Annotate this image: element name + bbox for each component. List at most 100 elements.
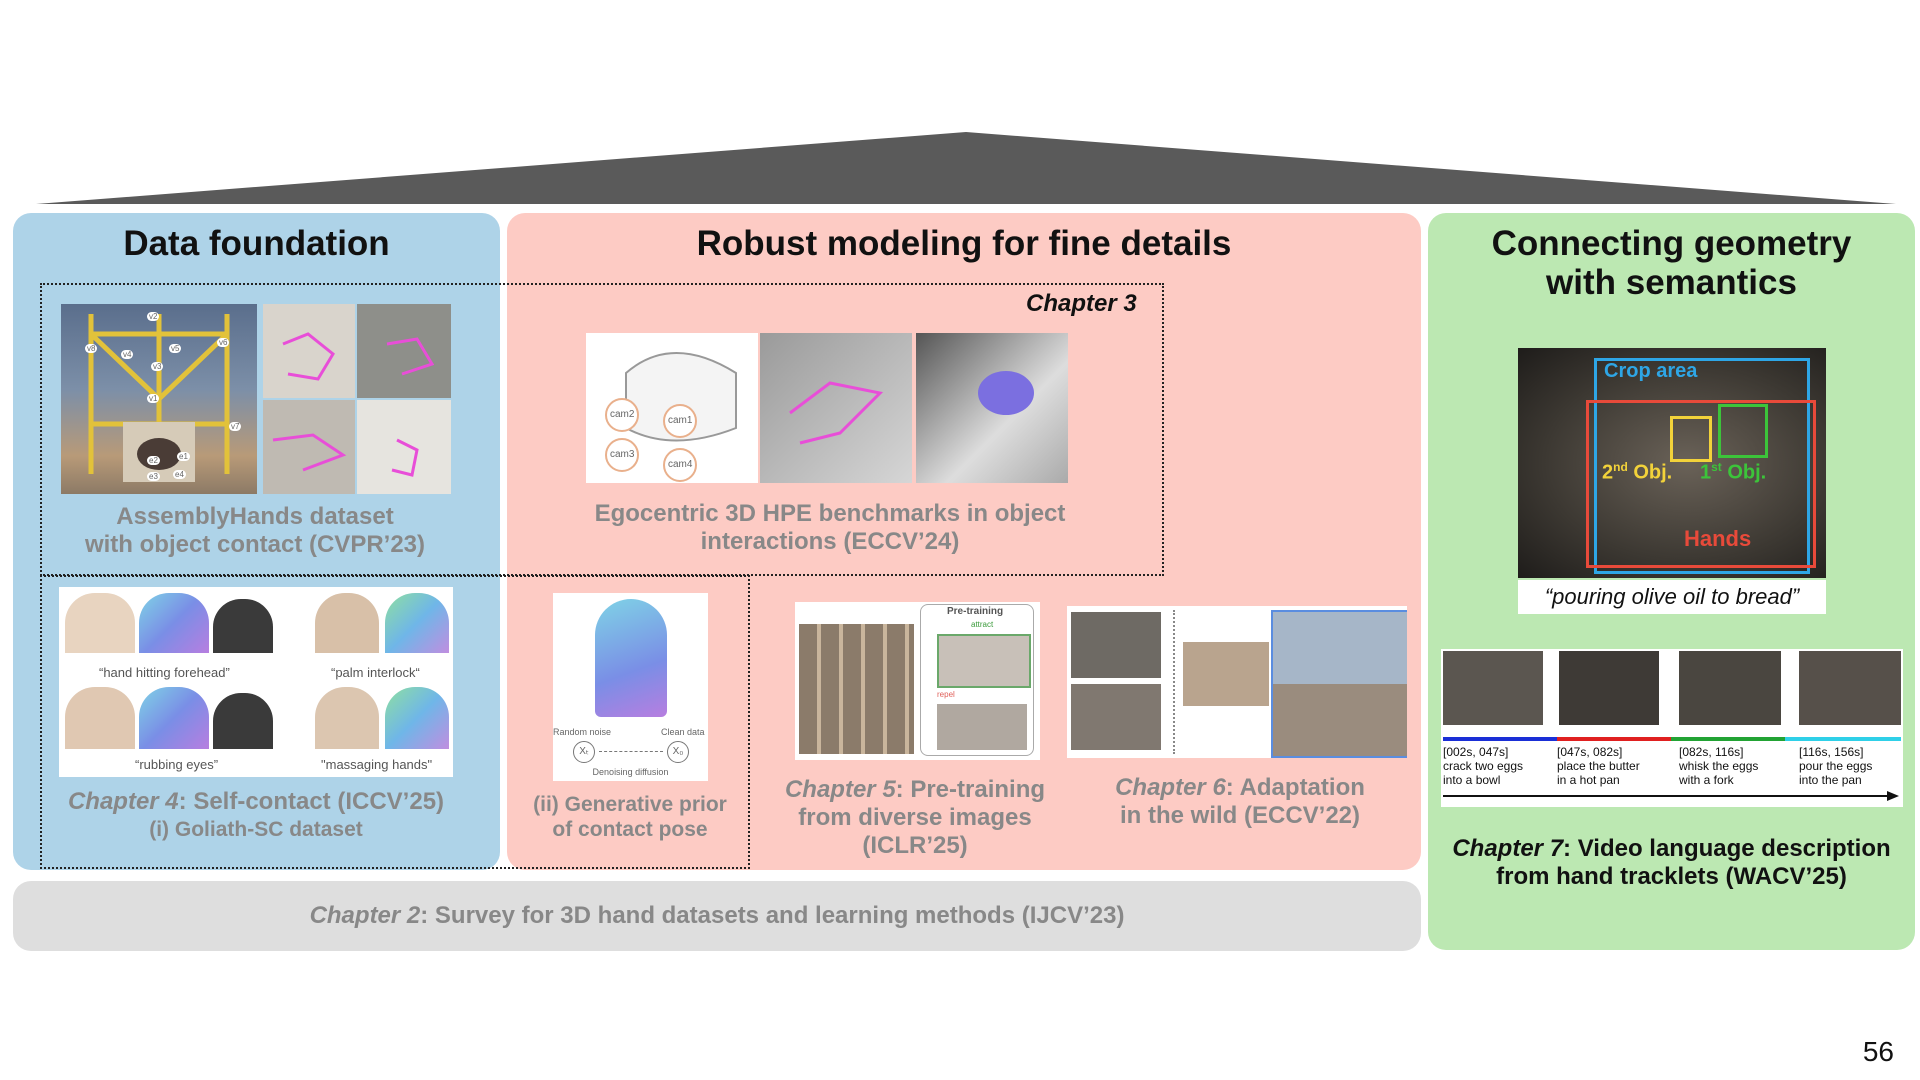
cam-label-e3: e3 xyxy=(147,472,160,481)
pretraining-label: Pre-training xyxy=(947,606,1004,617)
action-quote: “pouring olive oil to bread” xyxy=(1518,580,1826,614)
geometry-semantics-title: Connecting geometry with semantics xyxy=(1491,224,1852,302)
cam4-label: cam4 xyxy=(668,459,693,470)
chapter6-caption: Chapter 6: Adaptation in the wild (ECCV’… xyxy=(1115,774,1365,829)
assembly-rig-photo: v2 v8 v4 v5 v6 v3 v1 v7 e1 e2 e3 e4 xyxy=(61,304,257,494)
chapter2-caption: Chapter 2: Survey for 3D hand datasets a… xyxy=(309,902,1125,929)
positive-pair-photo xyxy=(937,634,1031,688)
chapter7-caption: Chapter 7: Video language description fr… xyxy=(1452,835,1891,890)
hands-box xyxy=(1586,400,1816,568)
crop-area-box xyxy=(1594,358,1810,574)
attract-label: attract xyxy=(971,620,994,629)
denoising-diffusion-label: Denoising diffusion xyxy=(592,767,669,777)
wild-photo-1 xyxy=(1071,612,1161,678)
body-mesh-render xyxy=(595,599,667,717)
roof-banner xyxy=(36,132,1896,204)
first-object-box xyxy=(1718,404,1768,458)
negative-pair-photo xyxy=(937,704,1027,750)
xt-node: Xₜ xyxy=(573,741,595,763)
headset-sketch: cam1 cam2 cam3 cam4 xyxy=(586,333,758,483)
second-object-label: 2nd Obj. xyxy=(1602,460,1673,484)
assemblyhands-caption: AssemblyHands dataset with object contac… xyxy=(84,503,426,558)
generative-prior-image: Random noise Clean data Xₜ X₀ Denoising … xyxy=(553,593,708,781)
cam-label-v8: v8 xyxy=(85,344,98,353)
cam-label-e2: e2 xyxy=(147,456,160,465)
chapter4-dashed-box xyxy=(40,575,750,869)
generative-caption: (ii) Generative prior of contact pose xyxy=(533,793,727,841)
caption-rubbing-eyes: “rubbing eyes” xyxy=(135,757,219,772)
egocentric-object-photo xyxy=(916,333,1068,483)
rig-frame-graphic xyxy=(88,314,230,482)
survey-panel xyxy=(13,881,1421,951)
chapter2-label: Chapter 2 xyxy=(309,902,421,929)
robust-modeling-title: Robust modeling for fine details xyxy=(696,224,1232,263)
mesh-render-2 xyxy=(385,593,449,653)
adaptation-divider xyxy=(1173,610,1175,754)
cooking-scene-image: Crop area 2nd Obj. 1st Obj. Hands “pouri… xyxy=(1518,348,1826,616)
mesh-render-3 xyxy=(139,687,209,749)
repel-label: repel xyxy=(937,690,955,699)
segment-bar-4 xyxy=(1785,737,1901,741)
cam-label-v3: v3 xyxy=(151,362,164,371)
timeline-arrow xyxy=(1443,791,1899,801)
person-photo-2 xyxy=(315,593,379,653)
hand-crop-3 xyxy=(263,400,355,494)
image-collage xyxy=(799,624,914,754)
cam-label-v5: v5 xyxy=(169,344,182,353)
timeline-frame-3 xyxy=(1679,651,1781,725)
mesh-render-4 xyxy=(385,687,449,749)
egocentric-hand-photo xyxy=(760,333,912,483)
pretraining-box xyxy=(920,604,1034,756)
cam-label-e4: e4 xyxy=(173,470,186,479)
hand-crop-4 xyxy=(357,400,451,494)
segment-text-1: [002s, 047s] crack two eggs into a bowl xyxy=(1443,745,1524,787)
chapter5-label: Chapter 5 xyxy=(784,776,896,803)
cam-label-v2: v2 xyxy=(147,312,160,321)
cam3-label: cam3 xyxy=(610,449,635,460)
x0-node: X₀ xyxy=(667,741,689,763)
segment-text-3: [082s, 116s] whisk the eggs with a fork xyxy=(1679,745,1759,787)
chapter3-label: Chapter 3 xyxy=(1026,290,1137,317)
person-photo-3 xyxy=(65,687,135,749)
person-photo-4 xyxy=(315,687,379,749)
second-object-box xyxy=(1670,416,1712,462)
segment-text-4: [116s, 156s] pour the eggs into the pan xyxy=(1799,745,1873,787)
hands-label: Hands xyxy=(1684,526,1752,551)
hand-crop-2 xyxy=(357,304,451,398)
cam2-label: cam2 xyxy=(610,409,635,420)
person-photo-1 xyxy=(65,593,135,653)
chapter5-caption: Chapter 5: Pre-training from diverse ima… xyxy=(784,776,1046,859)
cam1-label: cam1 xyxy=(668,415,693,426)
adaptation-source-photo xyxy=(1183,642,1269,706)
segment-text-2: [047s, 082s] place the butter in a hot p… xyxy=(1557,745,1640,787)
diffusion-arrow xyxy=(599,751,663,752)
silhouette-1 xyxy=(213,599,273,653)
adaptation-image xyxy=(1067,606,1407,758)
chapter4-label: Chapter 4 xyxy=(67,788,179,815)
cam-label-v7: v7 xyxy=(229,422,242,431)
timeline-frame-2 xyxy=(1559,651,1659,725)
random-noise-label: Random noise xyxy=(553,727,612,737)
page-number: 56 xyxy=(1862,1036,1894,1067)
hand-crop-1 xyxy=(263,304,355,398)
caption-hand-hitting-forehead: “hand hitting forehead” xyxy=(99,665,230,680)
segment-bar-2 xyxy=(1557,737,1671,741)
silhouette-2 xyxy=(213,693,273,749)
assemblyhands-image: v2 v8 v4 v5 v6 v3 v1 v7 e1 e2 e3 e4 xyxy=(61,304,451,494)
cam-label-e1: e1 xyxy=(177,452,190,461)
caption-massaging-hands: "massaging hands" xyxy=(321,757,433,772)
first-object-label: 1st Obj. xyxy=(1700,460,1767,484)
cam-label-v6: v6 xyxy=(217,338,230,347)
clean-data-label: Clean data xyxy=(661,727,705,737)
goliath-sc-image-grid: “hand hitting forehead” “palm interlock“… xyxy=(59,587,453,777)
segment-bar-1 xyxy=(1443,737,1557,741)
timeline-frame-1 xyxy=(1443,651,1543,725)
data-foundation-title: Data foundation xyxy=(123,224,390,263)
cam-label-v1: v1 xyxy=(147,394,160,403)
egocentric-caption: Egocentric 3D HPE benchmarks in object i… xyxy=(594,500,1066,555)
chapter6-label: Chapter 6 xyxy=(1115,774,1226,801)
pretraining-image: Pre-training attract repel xyxy=(795,602,1040,760)
adapted-results-grid xyxy=(1271,610,1407,758)
cooking-scene-photo xyxy=(1518,348,1826,578)
caption-palm-interlock: “palm interlock“ xyxy=(331,665,420,680)
